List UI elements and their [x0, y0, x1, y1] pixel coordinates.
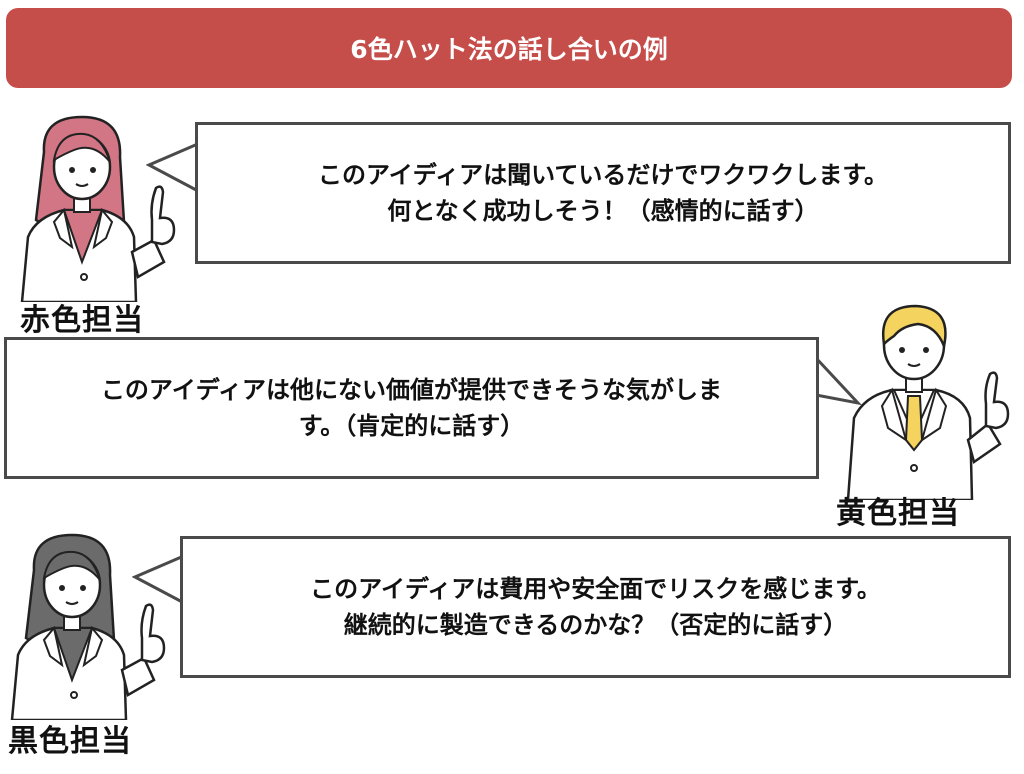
page-title: 6色ハット法の話し合いの例: [350, 35, 668, 64]
bubble-red-line2: 何となく成功しそう！（感情的に話す）: [387, 197, 819, 225]
speech-bubble-yellow: このアイディアは他にない価値が提供できそうな気がしま す。（肯定的に話す）: [4, 337, 819, 479]
bubble-tail-black: [132, 553, 186, 606]
bubble-yellow-line1: このアイディアは他にない価値が提供できそうな気がしま: [100, 376, 723, 404]
bubble-black-line2: 継続的に製造できるのかな？（否定的に話す）: [343, 611, 848, 639]
speech-bubble-red: このアイディアは聞いているだけでワクワクします。 何となく成功しそう！（感情的に…: [195, 122, 1011, 264]
red-hat-person-illustration: [20, 115, 176, 302]
black-hat-person-illustration: [10, 533, 166, 720]
bubble-tail-red: [146, 141, 200, 194]
role-label-black: 黒色担当: [8, 724, 132, 759]
bubble-red-line1: このアイディアは聞いているだけでワクワクします。: [318, 161, 888, 189]
bubble-black-line1: このアイディアは費用や安全面でリスクを感じます。: [310, 575, 881, 603]
role-label-red: 赤色担当: [20, 303, 144, 338]
speech-bubble-black: このアイディアは費用や安全面でリスクを感じます。 継続的に製造できるのかな？（否…: [180, 536, 1011, 678]
title-banner: 6色ハット法の話し合いの例: [6, 8, 1012, 88]
bubble-yellow-line2: す。（肯定的に話す）: [298, 412, 525, 440]
yellow-hat-person-illustration: [846, 304, 1010, 500]
hair: [881, 304, 947, 351]
role-label-yellow: 黄色担当: [836, 496, 960, 531]
tie: [904, 395, 924, 452]
